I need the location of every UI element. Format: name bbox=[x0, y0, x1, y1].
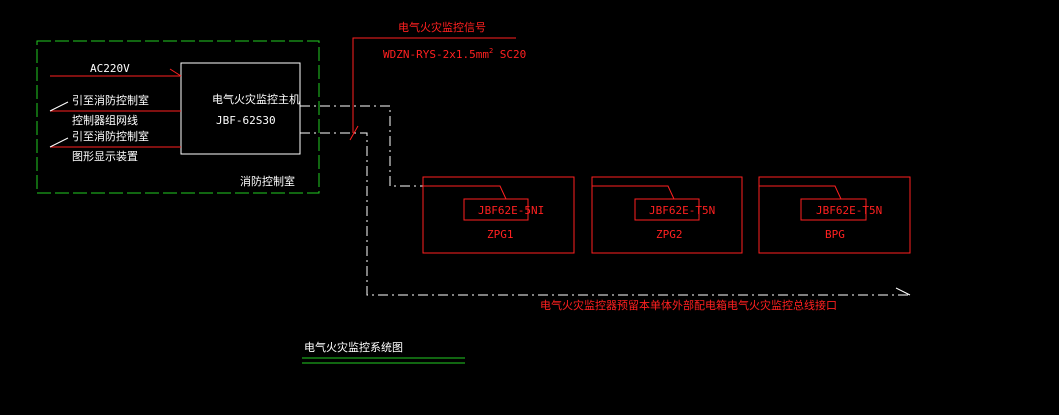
signal-riser bbox=[352, 37, 516, 133]
host-title: 电气火灾监控主机 bbox=[212, 92, 300, 106]
signal-bus-upper bbox=[300, 105, 423, 187]
panel-zpg2-name: ZPG2 bbox=[656, 228, 683, 241]
diagram-title: 电气火灾监控系统图 bbox=[304, 340, 403, 354]
network-link-arrow bbox=[49, 101, 69, 112]
signal-cable-sup: 2 bbox=[489, 47, 493, 55]
signal-riser-tick bbox=[349, 125, 359, 141]
network-link-label-2: 控制器组网线 bbox=[72, 113, 138, 127]
control-room-boundary bbox=[36, 40, 320, 194]
panel-zpg1[interactable] bbox=[422, 176, 575, 254]
panel-zpg2-module: JBF62E-T5N bbox=[649, 204, 715, 217]
network-link-label-1: 引至消防控制室 bbox=[72, 93, 149, 107]
signal-cable-conduit: SC20 bbox=[493, 48, 526, 61]
panel-bpg[interactable] bbox=[758, 176, 911, 254]
bottom-bus-note: 电气火灾监控器预留本单体外部配电箱电气火灾监控总线接口 bbox=[540, 298, 837, 312]
panel-bpg-module-box bbox=[800, 198, 867, 221]
display-link-label-2: 图形显示装置 bbox=[72, 150, 138, 163]
panel-zpg1-module: JBF62E-5NI bbox=[478, 204, 544, 217]
panel-zpg1-module-box bbox=[463, 198, 529, 221]
panel-zpg2-module-box bbox=[634, 198, 700, 221]
power-arrow bbox=[169, 68, 182, 77]
panel-bpg-module: JBF62E-T5N bbox=[816, 204, 882, 217]
control-room-label: 消防控制室 bbox=[240, 174, 295, 188]
host-model: JBF-62S30 bbox=[216, 114, 276, 127]
panel-zpg1-link bbox=[423, 185, 507, 200]
signal-bus-end-arrow bbox=[895, 287, 911, 296]
panel-zpg2[interactable] bbox=[591, 176, 743, 254]
power-label: AC220V bbox=[90, 62, 130, 75]
signal-cable-spec: WDZN-RYS-2x1.5mm bbox=[383, 48, 489, 61]
signal-bus-lower bbox=[300, 132, 910, 296]
panel-bpg-link bbox=[759, 185, 842, 200]
panel-zpg2-link bbox=[592, 185, 675, 200]
signal-cable-label: WDZN-RYS-2x1.5mm2 SC20 bbox=[383, 47, 526, 61]
signal-line-label: 电气火灾监控信号 bbox=[398, 20, 486, 34]
display-link-arrow bbox=[49, 137, 69, 148]
display-link-label-1: 引至消防控制室 bbox=[72, 129, 149, 143]
panel-bpg-name: BPG bbox=[825, 228, 845, 241]
panel-zpg1-name: ZPG1 bbox=[487, 228, 514, 241]
monitoring-host-box[interactable] bbox=[180, 62, 301, 155]
